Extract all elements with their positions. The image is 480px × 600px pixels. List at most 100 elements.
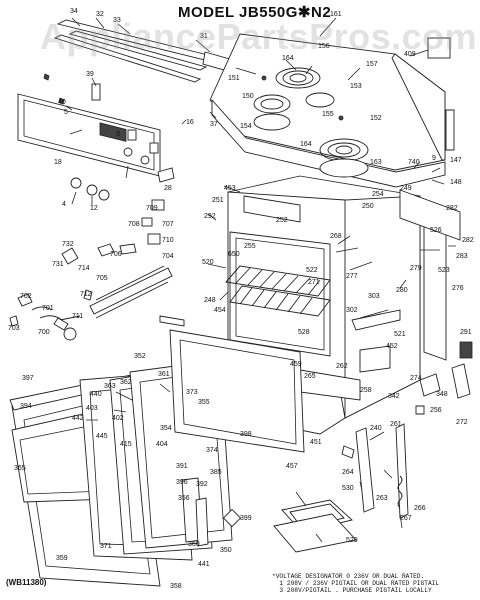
part-label: 292 bbox=[204, 213, 216, 220]
terminal-block bbox=[415, 341, 473, 415]
broiler-pan bbox=[273, 499, 357, 553]
part-label: 32 bbox=[96, 11, 104, 18]
part-label: 303 bbox=[368, 293, 380, 300]
part-label: 164 bbox=[282, 55, 294, 62]
drawing-code: (WB11380) bbox=[6, 578, 47, 587]
part-label: 359 bbox=[56, 555, 68, 562]
part-label: 415 bbox=[120, 441, 132, 448]
part-label: 280 bbox=[396, 287, 408, 294]
part-label: 268 bbox=[330, 233, 342, 240]
part-label: 267 bbox=[400, 515, 412, 522]
part-label: 526 bbox=[430, 227, 442, 234]
part-label: 5 bbox=[64, 109, 68, 116]
part-label: 403 bbox=[86, 405, 98, 412]
part-label: 440 bbox=[90, 391, 102, 398]
part-label: 371 bbox=[100, 543, 112, 550]
part-label: 250 bbox=[362, 203, 374, 210]
part-label: 40 bbox=[58, 99, 66, 106]
part-label: 263 bbox=[376, 495, 388, 502]
part-label: 248 bbox=[204, 297, 216, 304]
part-label: 4 bbox=[62, 201, 66, 208]
part-label: 350 bbox=[220, 547, 232, 554]
model-title: MODEL JB550G✱N2 bbox=[178, 4, 332, 21]
cooktop bbox=[209, 33, 455, 188]
trim-strips bbox=[53, 19, 241, 83]
part-label: 249 bbox=[400, 185, 412, 192]
part-label: 402 bbox=[112, 415, 124, 422]
part-label: 271 bbox=[308, 279, 320, 286]
part-label: 39 bbox=[86, 71, 94, 78]
part-label: 409 bbox=[404, 51, 416, 58]
part-label: 276 bbox=[452, 285, 464, 292]
part-label: 365 bbox=[14, 465, 26, 472]
part-label: 265 bbox=[304, 373, 316, 380]
oven-door-layers bbox=[79, 359, 233, 561]
part-label: 163 bbox=[370, 159, 382, 166]
part-label: 710 bbox=[162, 237, 174, 244]
part-label: 708 bbox=[128, 221, 140, 228]
part-label: 277 bbox=[346, 273, 358, 280]
part-label: 264 bbox=[342, 469, 354, 476]
part-label: 740 bbox=[408, 159, 420, 166]
part-label: 363 bbox=[104, 383, 116, 390]
part-label: 37 bbox=[210, 121, 218, 128]
part-label: 352 bbox=[134, 353, 146, 360]
side-panels bbox=[351, 189, 461, 373]
part-label: 254 bbox=[372, 191, 384, 198]
part-label: 374 bbox=[206, 447, 218, 454]
part-label: 258 bbox=[360, 387, 372, 394]
control-panel bbox=[17, 83, 161, 177]
part-label: 34 bbox=[70, 8, 78, 15]
part-label: 391 bbox=[176, 463, 188, 470]
part-label: 523 bbox=[438, 267, 450, 274]
part-label: 152 bbox=[370, 115, 382, 122]
part-label: 354 bbox=[160, 425, 172, 432]
part-label: 161 bbox=[330, 11, 342, 18]
part-label: 266 bbox=[414, 505, 426, 512]
part-label: 252 bbox=[276, 217, 288, 224]
part-label: 356 bbox=[178, 495, 190, 502]
part-label: 274 bbox=[410, 375, 422, 382]
part-label: 520 bbox=[202, 259, 214, 266]
part-label: 451 bbox=[310, 439, 322, 446]
part-label: 522 bbox=[306, 267, 318, 274]
part-label: 706 bbox=[110, 251, 122, 258]
part-label: 373 bbox=[186, 389, 198, 396]
part-label: 709 bbox=[146, 205, 158, 212]
part-label: 528 bbox=[298, 329, 310, 336]
part-label: 707 bbox=[162, 221, 174, 228]
part-label: 712 bbox=[80, 291, 92, 298]
part-label: 282 bbox=[462, 237, 474, 244]
part-label: 16 bbox=[186, 119, 194, 126]
part-label: 358 bbox=[170, 583, 182, 590]
surface-elements bbox=[253, 67, 369, 178]
part-label: 147 bbox=[450, 157, 462, 164]
part-label: 255 bbox=[244, 243, 256, 250]
part-label: 711 bbox=[72, 313, 83, 320]
part-label: 348 bbox=[436, 391, 448, 398]
part-label: 703 bbox=[8, 325, 20, 332]
part-label: 157 bbox=[366, 61, 378, 68]
part-label: 261 bbox=[390, 421, 402, 428]
part-label: 355 bbox=[198, 399, 210, 406]
part-label: 9 bbox=[432, 155, 436, 162]
part-label: 700 bbox=[38, 329, 50, 336]
part-label: 360 bbox=[188, 541, 200, 548]
part-label: 529 bbox=[346, 537, 358, 544]
part-label: 398 bbox=[240, 431, 252, 438]
part-label: 396 bbox=[176, 479, 188, 486]
part-label: 31 bbox=[200, 33, 208, 40]
part-label: 361 bbox=[158, 371, 170, 378]
part-label: 302 bbox=[346, 307, 358, 314]
part-label: 150 bbox=[242, 93, 254, 100]
hinges bbox=[341, 423, 409, 519]
part-label: 457 bbox=[286, 463, 298, 470]
part-number-labels: 34 32 33 31 161 409 39 40 5 16 3 37 151 … bbox=[8, 8, 474, 590]
part-label: 704 bbox=[162, 253, 174, 260]
part-label: 151 bbox=[228, 75, 240, 82]
part-label: 453 bbox=[224, 185, 236, 192]
part-label: 459 bbox=[290, 361, 302, 368]
part-label: 731 bbox=[52, 261, 64, 268]
part-label: 251 bbox=[212, 197, 224, 204]
